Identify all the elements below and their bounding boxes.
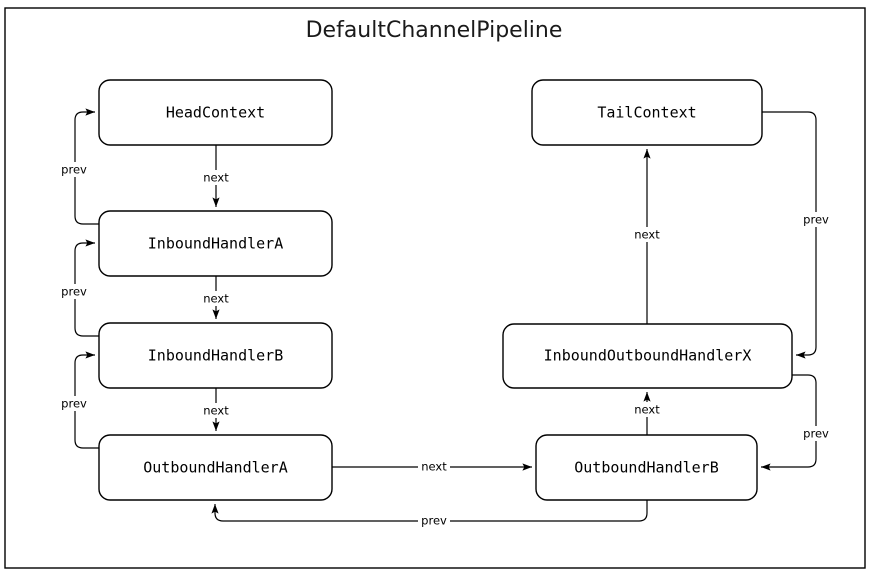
- edge-inoutX-prev-outB: prev: [761, 374, 832, 471]
- edge-inA-prev-head: prev: [58, 108, 99, 225]
- node-outbound-handler-b[interactable]: OutboundHandlerB: [535, 434, 758, 501]
- node-inbound-handler-b[interactable]: InboundHandlerB: [98, 322, 333, 389]
- node-label: InboundHandlerB: [148, 347, 283, 365]
- edge-label: next: [203, 404, 229, 418]
- edge-label: prev: [803, 213, 829, 227]
- edge-outB-prev-outA: prev: [211, 500, 648, 528]
- edge-label-bg: [201, 403, 231, 418]
- edge-inA-next-inB: next: [201, 276, 231, 319]
- edge-label-bg: [58, 284, 90, 299]
- node-box[interactable]: [98, 434, 333, 501]
- edge-outA-next-outB: next: [332, 459, 532, 474]
- edge-label-bg: [201, 170, 231, 185]
- edge-label-bg: [201, 291, 231, 306]
- edge-label: prev: [61, 285, 87, 299]
- node-label: OutboundHandlerB: [574, 459, 719, 477]
- edge-inB-prev-inA: prev: [58, 239, 99, 337]
- edge-label: next: [421, 460, 447, 474]
- edge-label: next: [203, 292, 229, 306]
- edge-head-next-inA: next: [201, 145, 231, 207]
- edge-label: next: [634, 228, 660, 242]
- edge-line: [762, 111, 817, 359]
- node-label: OutboundHandlerA: [143, 459, 288, 477]
- edge-label-bg: [58, 162, 90, 177]
- edge-label: prev: [421, 514, 447, 528]
- node-tail-context[interactable]: TailContext: [531, 79, 763, 146]
- node-box[interactable]: [535, 434, 758, 501]
- node-head-context[interactable]: HeadContext: [98, 79, 333, 146]
- node-label: InboundOutboundHandlerX: [544, 347, 752, 365]
- node-outbound-handler-a[interactable]: OutboundHandlerA: [98, 434, 333, 501]
- edge-label-bg: [418, 459, 450, 474]
- node-box[interactable]: [98, 79, 333, 146]
- node-inbound-handler-a[interactable]: InboundHandlerA: [98, 210, 333, 277]
- edge-label-bg: [58, 396, 90, 411]
- node-box[interactable]: [531, 79, 763, 146]
- edge-outA-prev-inB: prev: [58, 351, 99, 449]
- node-box[interactable]: [98, 322, 333, 389]
- node-box[interactable]: [98, 210, 333, 277]
- edge-label: prev: [803, 427, 829, 441]
- edge-label-bg: [800, 212, 832, 227]
- edge-label-bg: [632, 227, 664, 242]
- edge-line: [761, 374, 817, 471]
- diagram-title: DefaultChannelPipeline: [306, 18, 563, 43]
- edge-inoutX-next-tail: next: [632, 149, 664, 324]
- node-inbound-outbound-handler-x[interactable]: InboundOutboundHandlerX: [502, 323, 793, 389]
- edge-label: prev: [61, 163, 87, 177]
- edge-label-bg: [632, 402, 664, 417]
- edge-label: prev: [61, 397, 87, 411]
- edge-outB-next-inoutX: next: [632, 392, 664, 435]
- edge-label: next: [203, 171, 229, 185]
- edge-tail-prev-inoutX: prev: [762, 111, 832, 359]
- edge-label: next: [634, 403, 660, 417]
- edge-inB-next-outA: next: [201, 388, 231, 431]
- node-label: HeadContext: [166, 104, 265, 122]
- node-box[interactable]: [502, 323, 793, 389]
- node-label: TailContext: [597, 104, 696, 122]
- node-label: InboundHandlerA: [148, 235, 283, 253]
- edge-label-bg: [418, 513, 450, 528]
- edge-label-bg: [800, 426, 832, 441]
